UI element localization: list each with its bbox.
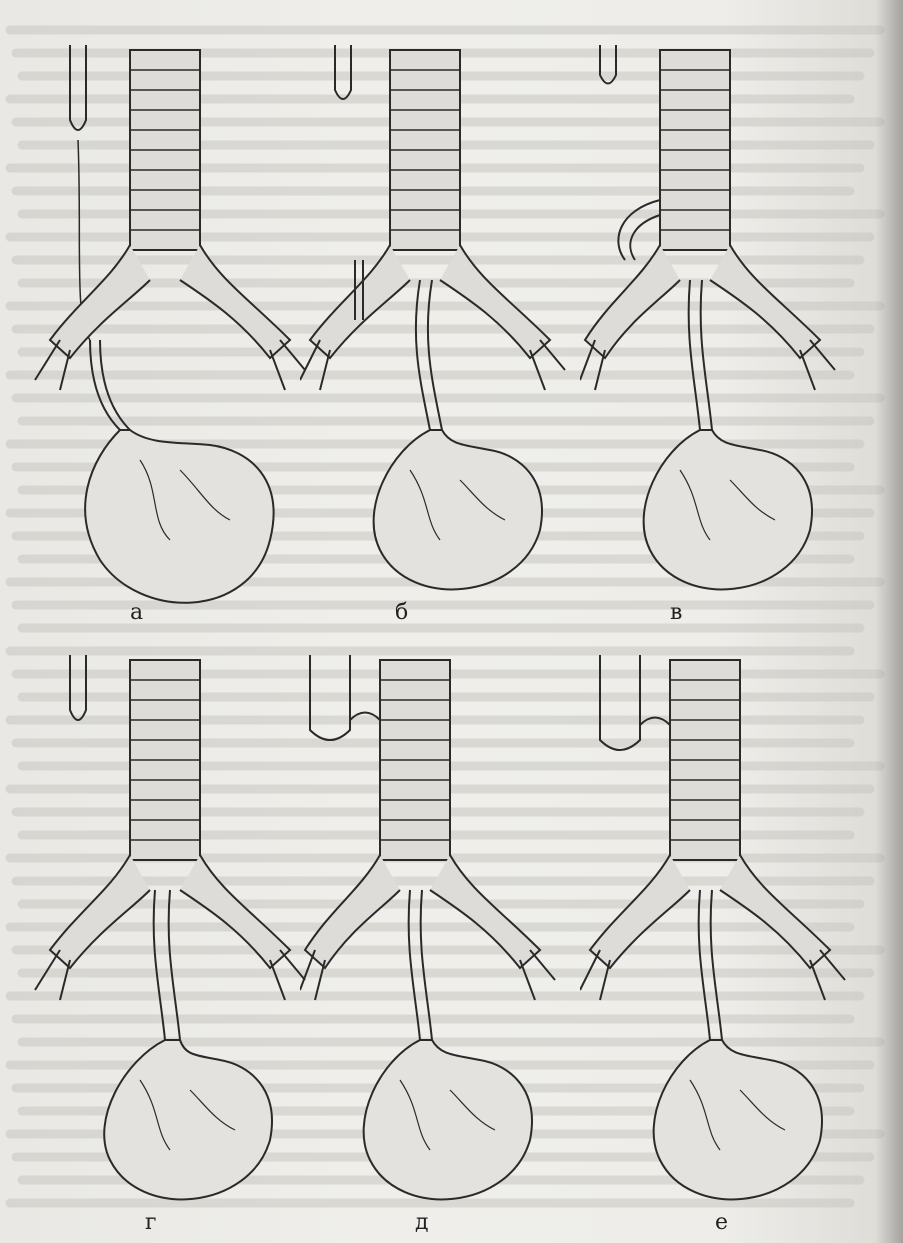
- panel-label-g: г: [145, 1210, 157, 1235]
- panel-e: е: [580, 650, 880, 1240]
- illustration-v: [580, 40, 880, 630]
- illustration-a: [30, 40, 310, 630]
- panel-b: б: [300, 40, 580, 630]
- panel-g: г: [30, 650, 310, 1240]
- illustration-b: [300, 40, 580, 630]
- panel-label-e: е: [715, 1210, 728, 1235]
- panel-label-b: б: [395, 600, 408, 625]
- panel-a: а: [30, 40, 310, 630]
- panel-label-a: а: [130, 600, 143, 625]
- illustration-g: [30, 650, 310, 1240]
- illustration-d: [300, 650, 580, 1240]
- panel-label-v: в: [670, 600, 682, 625]
- panel-label-d: д: [415, 1210, 429, 1235]
- illustration-e: [580, 650, 880, 1240]
- panel-v: в: [580, 40, 880, 630]
- panel-d: д: [300, 650, 580, 1240]
